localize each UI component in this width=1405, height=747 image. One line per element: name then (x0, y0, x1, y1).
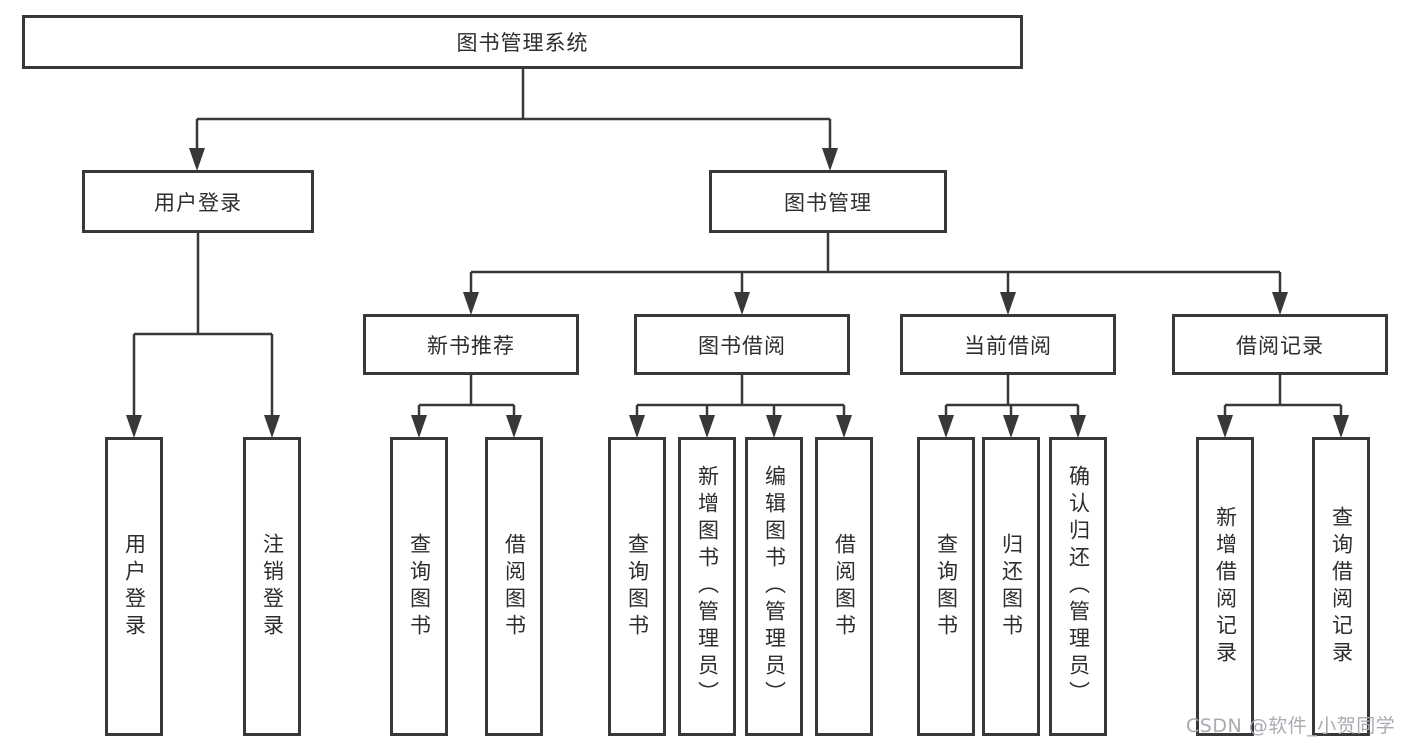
arrow-icon (126, 415, 142, 438)
leaf-query-books-2: 查询图书 (608, 437, 666, 736)
leaf-label: 查询图书 (934, 532, 959, 641)
arrow-icon (264, 415, 280, 438)
arrow-icon (629, 415, 645, 438)
leaf-edit-books-admin: 编辑图书（管理员） (745, 437, 803, 736)
arrow-icon (938, 415, 954, 438)
leaf-borrow-books-2: 借阅图书 (815, 437, 873, 736)
arrow-icon (1333, 415, 1349, 438)
leaf-label: 编辑图书（管理员） (762, 465, 787, 708)
group-label: 新书推荐 (427, 333, 515, 358)
arrow-icon (1003, 415, 1019, 438)
leaf-add-borrow-record: 新增借阅记录 (1196, 437, 1254, 736)
arrow-icon (1272, 292, 1288, 315)
node-user-login-label: 用户登录 (154, 190, 242, 215)
arrow-icon (1217, 415, 1233, 438)
leaf-label: 查询图书 (625, 532, 650, 641)
leaf-user-login: 用户登录 (105, 437, 163, 736)
arrow-icon (699, 415, 715, 438)
arrow-icon (766, 415, 782, 438)
leaf-label: 用户登录 (122, 532, 147, 641)
leaf-label: 注销登录 (260, 532, 285, 641)
node-new-book-recommendation: 新书推荐 (363, 314, 579, 375)
group-label: 当前借阅 (964, 333, 1052, 358)
arrow-icon (463, 292, 479, 315)
group-label: 借阅记录 (1236, 333, 1324, 358)
arrow-icon (411, 415, 427, 438)
arrow-icon (822, 148, 838, 171)
leaf-query-borrow-record: 查询借阅记录 (1312, 437, 1370, 736)
node-current-borrowing: 当前借阅 (900, 314, 1116, 375)
arrow-icon (1070, 415, 1086, 438)
leaf-label: 查询借阅记录 (1329, 505, 1354, 668)
leaf-label: 借阅图书 (502, 532, 527, 641)
group-label: 图书借阅 (698, 333, 786, 358)
arrow-icon (734, 292, 750, 315)
node-borrowing-records: 借阅记录 (1172, 314, 1388, 375)
leaf-label: 借阅图书 (832, 532, 857, 641)
node-book-borrowing: 图书借阅 (634, 314, 850, 375)
node-root-label: 图书管理系统 (456, 31, 589, 55)
node-book-management: 图书管理 (709, 170, 947, 233)
leaf-label: 归还图书 (999, 532, 1024, 641)
arrow-icon (836, 415, 852, 438)
leaf-label: 新增图书（管理员） (695, 465, 720, 708)
leaf-label: 确认归还（管理员） (1066, 465, 1091, 708)
leaf-logout: 注销登录 (243, 437, 301, 736)
leaf-label: 新增借阅记录 (1213, 505, 1238, 668)
leaf-label: 查询图书 (407, 532, 432, 641)
csdn-watermark: CSDN @软件_小贺同学 (1186, 715, 1396, 737)
node-user-login: 用户登录 (82, 170, 314, 233)
node-book-management-label: 图书管理 (784, 190, 872, 215)
leaf-return-books: 归还图书 (982, 437, 1040, 736)
leaf-query-books-3: 查询图书 (917, 437, 975, 736)
leaf-borrow-books-1: 借阅图书 (485, 437, 543, 736)
leaf-add-books-admin: 新增图书（管理员） (678, 437, 736, 736)
arrow-icon (1000, 292, 1016, 315)
leaf-query-books-1: 查询图书 (390, 437, 448, 736)
arrow-icon (189, 148, 205, 171)
arrow-icon (506, 415, 522, 438)
node-root: 图书管理系统 (22, 15, 1023, 69)
leaf-confirm-return-admin: 确认归还（管理员） (1049, 437, 1107, 736)
